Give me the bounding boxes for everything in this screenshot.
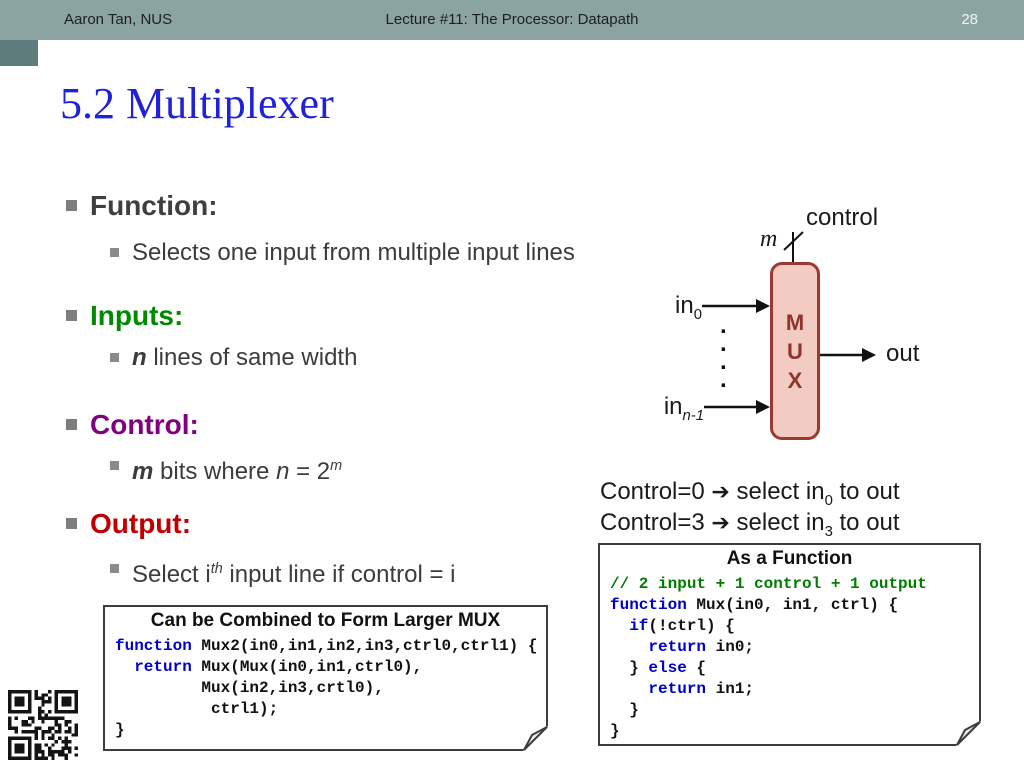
bullet-square-icon [66, 419, 77, 430]
qr-code [8, 690, 78, 760]
mux-box: M U X [770, 262, 820, 440]
bullet-inputs: Inputs: [66, 300, 183, 332]
corner-accent-block [0, 40, 38, 66]
slide-number: 28 [961, 11, 978, 28]
bullet-square-icon [110, 353, 119, 362]
page-title: 5.2 Multiplexer [60, 79, 334, 128]
bullet-square-icon [66, 310, 77, 321]
output-label: out [886, 340, 920, 367]
control-note-3: Control=3 ➔ select in3 to out [600, 509, 900, 540]
bullet-control-sub: m bits where n = 2m [110, 452, 342, 486]
bullet-square-icon [66, 518, 77, 529]
mux-function-note-title: As a Function [726, 548, 853, 569]
output-sub-text: Select ith input line if control = i [132, 561, 456, 588]
inputs-heading: Inputs: [90, 300, 184, 331]
bullet-square-icon [110, 248, 119, 257]
control-sub-text: m bits where n = 2m [132, 458, 343, 485]
control-heading: Control: [90, 409, 199, 440]
bullet-function: Function: [66, 190, 218, 222]
bullet-inputs-sub: n lines of same width [110, 344, 357, 372]
mux2-combine-note: Can be Combined to Form Larger MUX funct… [103, 605, 548, 751]
function-sub-text: Selects one input from multiple input li… [132, 239, 575, 266]
bullet-output-sub: Select ith input line if control = i [110, 555, 456, 589]
mux-diagram-lines [702, 231, 876, 414]
bullet-function-sub: Selects one input from multiple input li… [110, 239, 575, 267]
control-signal-label: control [806, 204, 879, 231]
bullet-square-icon [66, 200, 77, 211]
mux-letter-u: U [787, 338, 803, 364]
inputs-sub-text: n lines of same width [132, 344, 358, 371]
header-lecture-title: Lecture #11: The Processor: Datapath [385, 11, 639, 28]
ellipsis-dots: . . . . [720, 312, 727, 393]
folded-corner-icon [523, 726, 548, 751]
folded-corner-icon [956, 721, 981, 746]
mux-function-note: As a Function // 2 input + 1 control + 1… [598, 543, 981, 746]
mux-letter-m: M [785, 309, 805, 335]
bullet-control: Control: [66, 409, 199, 441]
control-note-0: Control=0 ➔ select in0 to out [600, 478, 900, 509]
bullet-square-icon [110, 564, 119, 573]
input-n1-label: inn-1 [663, 393, 704, 424]
mux-letter-x: X [787, 367, 803, 393]
header-bar: Aaron Tan, NUS Lecture #11: The Processo… [0, 0, 1024, 40]
mux2-note-title: Can be Combined to Form Larger MUX [150, 610, 501, 631]
input0-label: in0 [675, 292, 702, 323]
bullet-output: Output: [66, 508, 191, 540]
bus-width-label: m [760, 226, 778, 252]
mux2-code: function Mux2(in0,in1,in2,in3,ctrl0,ctrl… [115, 637, 538, 739]
bullet-square-icon [110, 461, 119, 470]
header-author: Aaron Tan, NUS [64, 11, 173, 28]
right-arrow-icon: ➔ [711, 479, 730, 504]
output-heading: Output: [90, 508, 192, 539]
right-arrow-icon: ➔ [711, 510, 730, 535]
function-heading: Function: [90, 190, 218, 221]
